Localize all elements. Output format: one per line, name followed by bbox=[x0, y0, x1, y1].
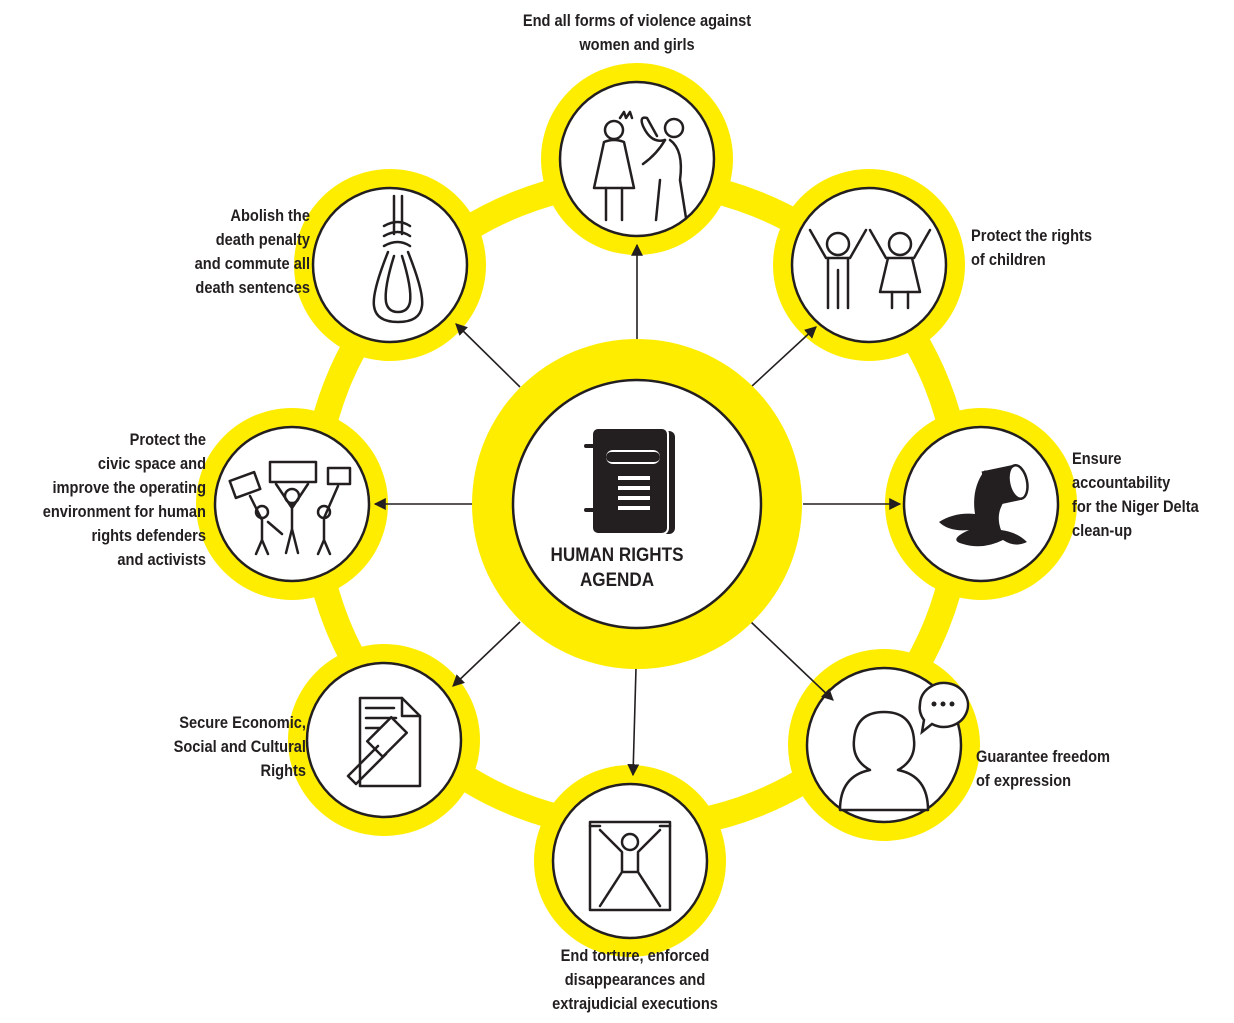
connectors bbox=[373, 243, 902, 777]
children-icon bbox=[808, 228, 932, 310]
label-escr: Secure Economic, Social and Cultural Rig… bbox=[173, 713, 306, 780]
center-title-line-2: AGENDA bbox=[579, 570, 655, 591]
center-title: HUMAN RIGHTS AGENDA bbox=[527, 543, 707, 593]
arrow-escr bbox=[452, 621, 521, 687]
label-niger-delta: Ensure accountability for the Niger Delt… bbox=[1072, 449, 1199, 540]
center-title-line-1: HUMAN RIGHTS bbox=[550, 545, 684, 566]
violence-icon bbox=[592, 110, 688, 222]
label-violence-women: End all forms of violence against women … bbox=[522, 11, 752, 54]
arrow-children bbox=[750, 326, 817, 388]
label-death-penalty: Abolish the death penalty and commute al… bbox=[194, 206, 310, 297]
arrow-death-penalty bbox=[455, 323, 521, 388]
node-death-penalty bbox=[294, 169, 486, 361]
noose-icon bbox=[372, 194, 424, 324]
notebook-icon bbox=[584, 427, 675, 535]
oil-spill-icon bbox=[939, 464, 1029, 547]
gavel-document-icon bbox=[346, 696, 422, 788]
label-torture: End torture, enforced disappearances and… bbox=[552, 946, 718, 1013]
protest-icon bbox=[228, 460, 352, 556]
label-expression: Guarantee freedom of expression bbox=[976, 747, 1111, 790]
label-civic-space: Protect the civic space and improve the … bbox=[42, 430, 207, 569]
speech-bubble-icon bbox=[838, 681, 970, 812]
arrow-expression bbox=[750, 621, 834, 701]
node-children bbox=[773, 169, 965, 361]
node-torture bbox=[534, 765, 726, 957]
node-violence-women bbox=[541, 63, 733, 255]
arrow-torture bbox=[627, 667, 640, 777]
torture-icon bbox=[588, 820, 672, 912]
label-children: Protect the rights of children bbox=[971, 226, 1093, 269]
